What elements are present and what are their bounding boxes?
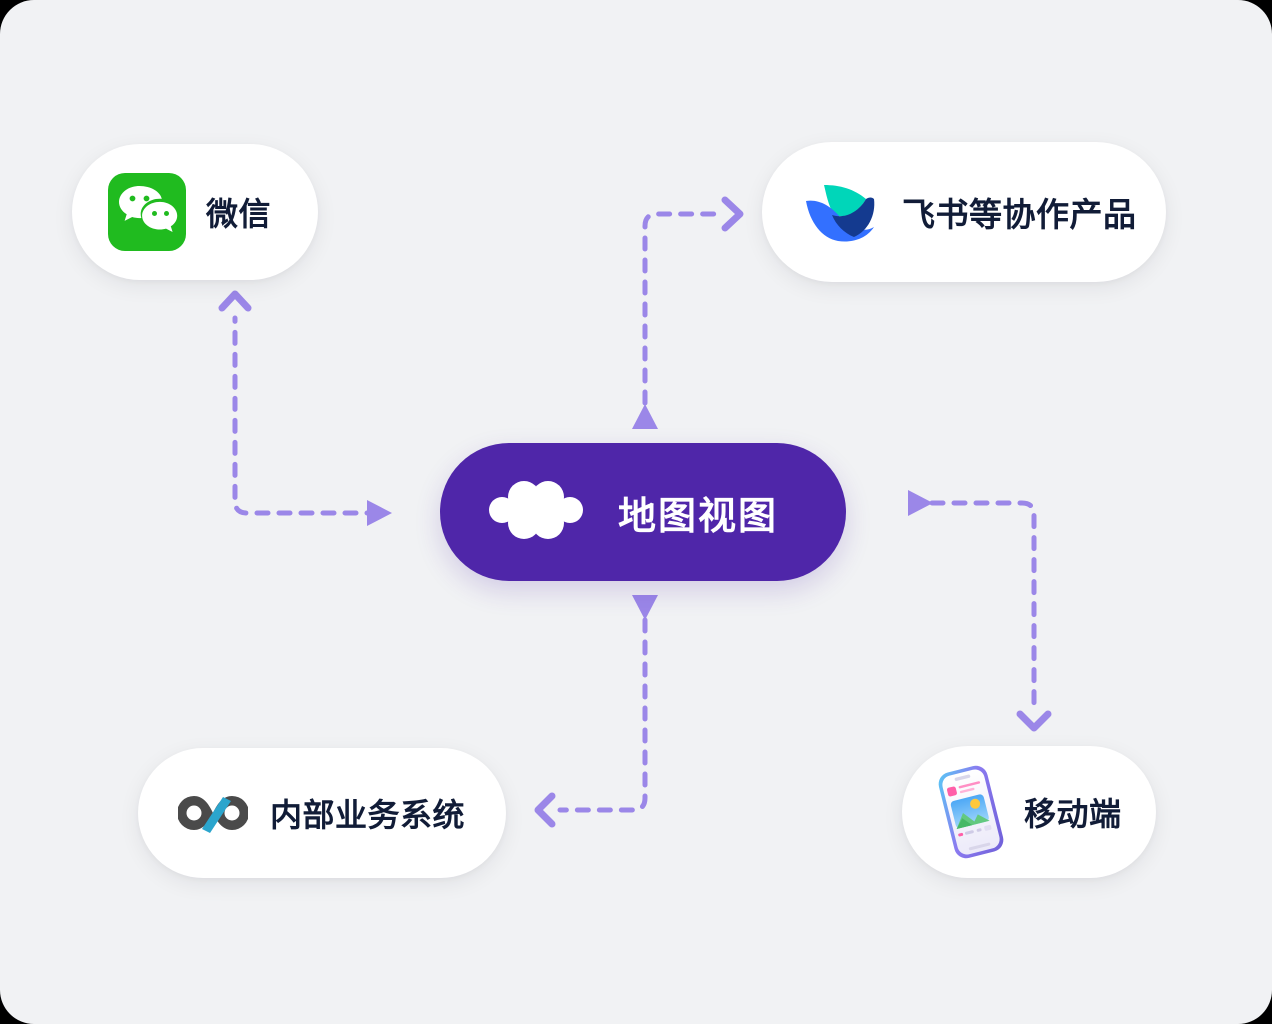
feishu-icon [800, 175, 880, 249]
edge-center-to-feishu [632, 196, 744, 429]
node-wechat-label: 微信 [206, 196, 272, 232]
edge-center-to-mobile [908, 490, 1052, 732]
node-center-hub-label: 地图视图 [618, 495, 779, 538]
triangle-down-marker [632, 595, 658, 620]
node-internal-system-label: 内部业务系统 [270, 797, 466, 833]
node-wechat[interactable]: 微信 [72, 144, 318, 280]
triangle-left-marker [367, 500, 392, 526]
infinity-loop-icon [178, 792, 248, 834]
triangle-right-marker [908, 490, 933, 516]
node-mobile-label: 移动端 [1024, 796, 1122, 832]
triangle-up-marker [632, 404, 658, 429]
chevron-right-marker [721, 196, 744, 232]
node-feishu[interactable]: 飞书等协作产品 [762, 142, 1166, 282]
smartphone-icon [930, 762, 1012, 862]
edge-center-to-internal-system [534, 595, 658, 828]
node-center-hub[interactable]: 地图视图 [440, 443, 846, 581]
edge-center-to-wechat [218, 290, 392, 526]
node-mobile[interactable]: 移动端 [902, 746, 1156, 878]
chevron-left-marker [534, 792, 556, 828]
chevron-down-marker [1016, 710, 1052, 732]
puzzle-cluster-icon [488, 475, 584, 550]
wechat-icon [108, 173, 186, 251]
node-internal-system[interactable]: 内部业务系统 [138, 748, 506, 878]
chevron-up-marker [218, 290, 252, 312]
node-feishu-label: 飞书等协作产品 [902, 196, 1137, 233]
